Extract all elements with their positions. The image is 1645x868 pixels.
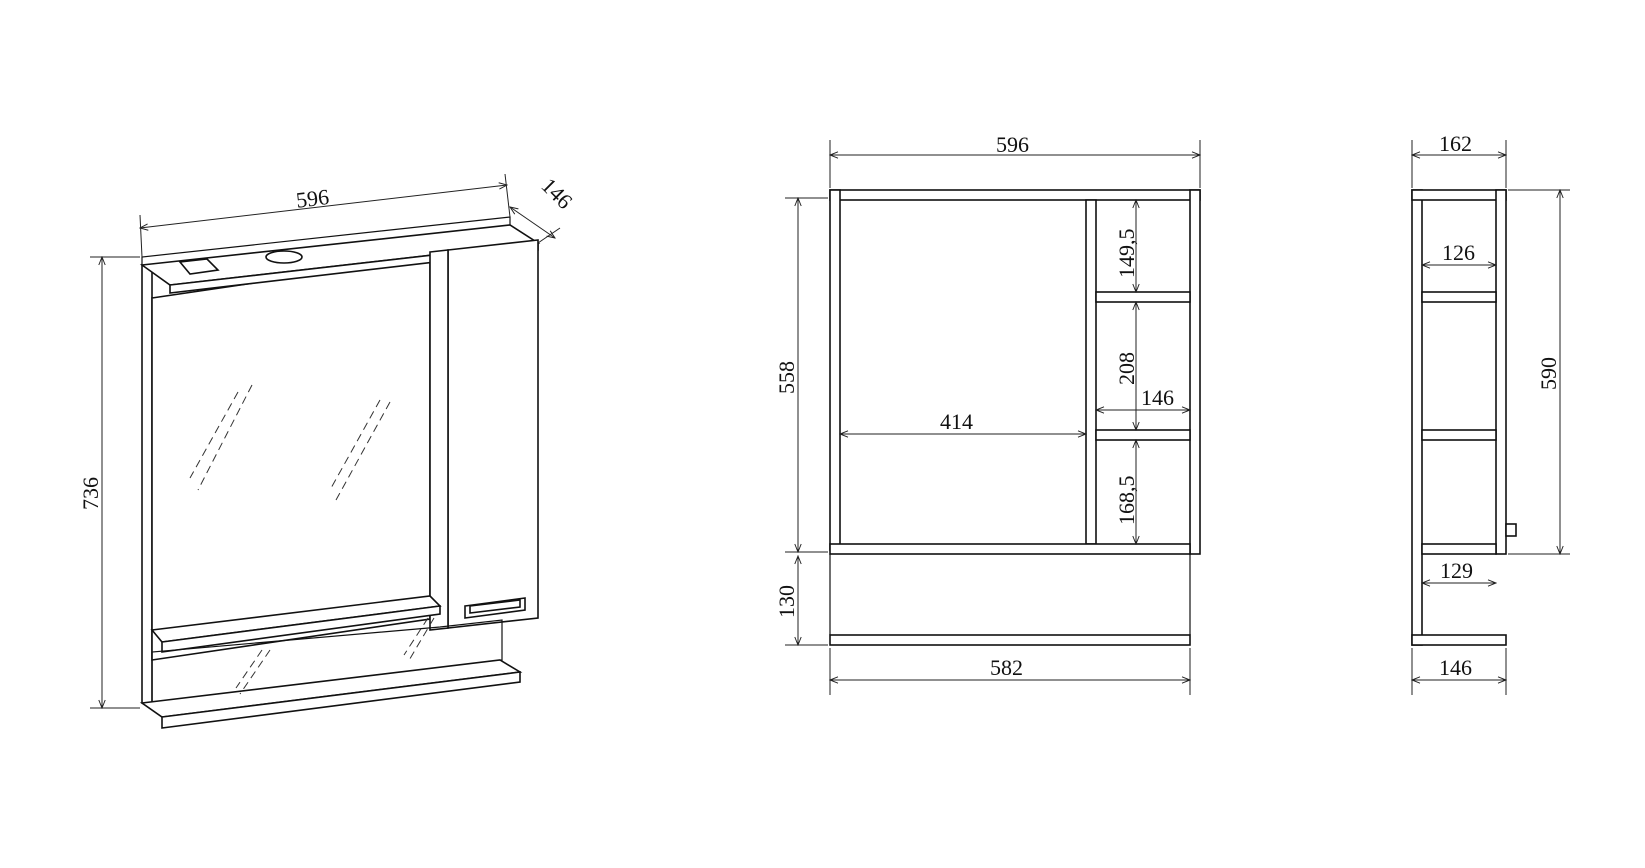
side-front-panel	[1495, 189, 1507, 555]
front-bottom-shelf	[829, 634, 1191, 646]
front-width-label: 596	[996, 132, 1029, 157]
front-shelf-1	[1095, 291, 1191, 303]
side-base-depth-label: 146	[1439, 655, 1472, 680]
iso-width-label: 596	[295, 184, 331, 213]
iso-depth-label: 146	[537, 173, 578, 214]
front-shelf-bottom-label: 168,5	[1114, 476, 1139, 526]
side-bottom-shelf	[1411, 634, 1507, 646]
side-shelf-1	[1421, 291, 1497, 303]
iso-side-panel	[141, 263, 153, 710]
front-shelf-top-label: 149,5	[1114, 229, 1139, 279]
iso-width-dimension-line	[140, 185, 507, 228]
front-left-side	[829, 189, 841, 551]
side-shelf-2	[1421, 429, 1497, 441]
iso-mirror	[151, 256, 431, 661]
side-height-label: 590	[1536, 357, 1561, 390]
front-shelf-mid-label: 208	[1114, 352, 1139, 385]
iso-cabinet-door	[447, 239, 539, 629]
front-view: 596 558 130 582 414 149,5 208 168,5 146	[774, 132, 1200, 695]
front-top-board	[829, 189, 1201, 201]
front-shelf-2	[1095, 429, 1191, 441]
front-bottom-height-label: 130	[774, 585, 799, 618]
iso-lower-back	[151, 619, 503, 705]
front-center-divider	[1085, 199, 1097, 545]
iso-hole	[265, 250, 303, 264]
front-shelf-width-label: 146	[1141, 385, 1174, 410]
front-bottom-width-label: 582	[990, 655, 1023, 680]
side-inner-top-label: 126	[1442, 240, 1475, 265]
front-opening-label: 414	[940, 409, 973, 434]
side-handle	[1505, 523, 1517, 537]
side-top-board	[1411, 189, 1507, 201]
front-height-label: 558	[774, 361, 799, 394]
iso-handle-inner	[469, 599, 521, 614]
iso-depth-dimension-line	[510, 207, 555, 238]
iso-height-label: 736	[78, 477, 103, 510]
front-middle-board	[829, 543, 1191, 555]
iso-cutout	[178, 258, 220, 275]
isometric-view: 596 146 736	[78, 173, 578, 729]
iso-bottom-shelf-front	[161, 671, 521, 729]
front-right-side	[1189, 189, 1201, 555]
side-top-depth-label: 162	[1439, 131, 1472, 156]
iso-reflection-lines	[189, 384, 435, 695]
iso-middle-shelf-front	[161, 605, 441, 653]
side-inner-bottom-label: 129	[1440, 558, 1473, 583]
side-back-panel	[1411, 189, 1423, 646]
side-view: 162 126 590 129 146	[1412, 131, 1570, 695]
iso-cabinet-side	[429, 249, 449, 631]
side-middle-board	[1421, 543, 1497, 555]
